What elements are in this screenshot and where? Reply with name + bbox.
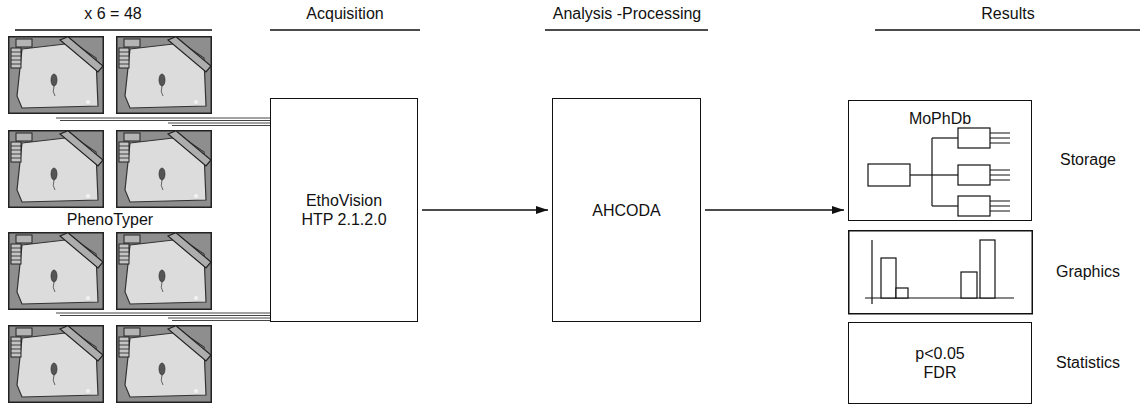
flow-arrow xyxy=(422,209,548,211)
header-underline xyxy=(15,29,212,31)
cage-icon xyxy=(117,131,212,208)
cable-line xyxy=(172,125,270,126)
cage-icon xyxy=(117,326,212,403)
box-label: p<0.05 FDR xyxy=(908,344,972,382)
column-heading: Analysis -Processing xyxy=(551,5,704,23)
chart-axis xyxy=(871,240,872,304)
box-label: EthoVision HTP 2.1.2.0 xyxy=(289,191,399,229)
flow-arrow xyxy=(705,209,844,211)
tree-box xyxy=(958,165,990,185)
header-underline xyxy=(270,29,420,31)
cable-line xyxy=(56,313,270,314)
tree-line xyxy=(931,138,932,206)
header-underline xyxy=(875,29,1140,31)
cage-grid xyxy=(9,37,212,403)
chart-bar xyxy=(961,272,977,298)
cage-icon xyxy=(117,37,212,114)
side-label: PhenoTyper xyxy=(65,211,155,229)
cable-line xyxy=(172,320,270,321)
tree-box xyxy=(958,128,990,148)
side-label: Statistics xyxy=(1054,354,1122,372)
chart-bar xyxy=(881,258,896,298)
tree-line xyxy=(932,205,958,206)
process-box: MoPhDb xyxy=(848,100,1032,221)
tree-box xyxy=(958,196,990,216)
cable-line xyxy=(168,123,270,124)
cage-icon xyxy=(117,233,212,310)
cable-line xyxy=(60,120,270,121)
box-label: AHCODA xyxy=(592,201,660,220)
cable-line xyxy=(56,118,270,119)
chart-bar xyxy=(980,240,995,298)
tree-leaves xyxy=(990,133,1010,211)
cage-icon xyxy=(9,233,104,310)
tree-line xyxy=(910,174,932,175)
cable-line xyxy=(60,315,270,316)
column-heading: Results xyxy=(979,5,1036,23)
cable-line xyxy=(168,318,270,319)
chart-icon xyxy=(849,231,1033,314)
side-label: Graphics xyxy=(1054,263,1122,281)
tree-box xyxy=(868,164,910,186)
column-heading: x 6 = 48 xyxy=(82,5,143,23)
tree-line xyxy=(932,137,958,138)
chart-panel xyxy=(849,231,1033,314)
process-box: p<0.05 FDR xyxy=(848,322,1032,404)
process-box: AHCODA xyxy=(552,98,701,322)
chart-bar xyxy=(896,288,908,298)
cage-icon xyxy=(9,326,104,403)
cage-icon xyxy=(9,131,104,208)
box-label: MoPhDb xyxy=(909,109,971,128)
process-box: EthoVision HTP 2.1.2.0 xyxy=(270,98,418,322)
side-label: Storage xyxy=(1058,151,1118,169)
cage-icon xyxy=(9,37,104,114)
column-heading: Acquisition xyxy=(304,5,385,23)
tree-icon xyxy=(868,128,1010,216)
header-underline xyxy=(545,29,708,31)
header-underlines xyxy=(15,29,1140,31)
tree-line xyxy=(932,174,958,175)
